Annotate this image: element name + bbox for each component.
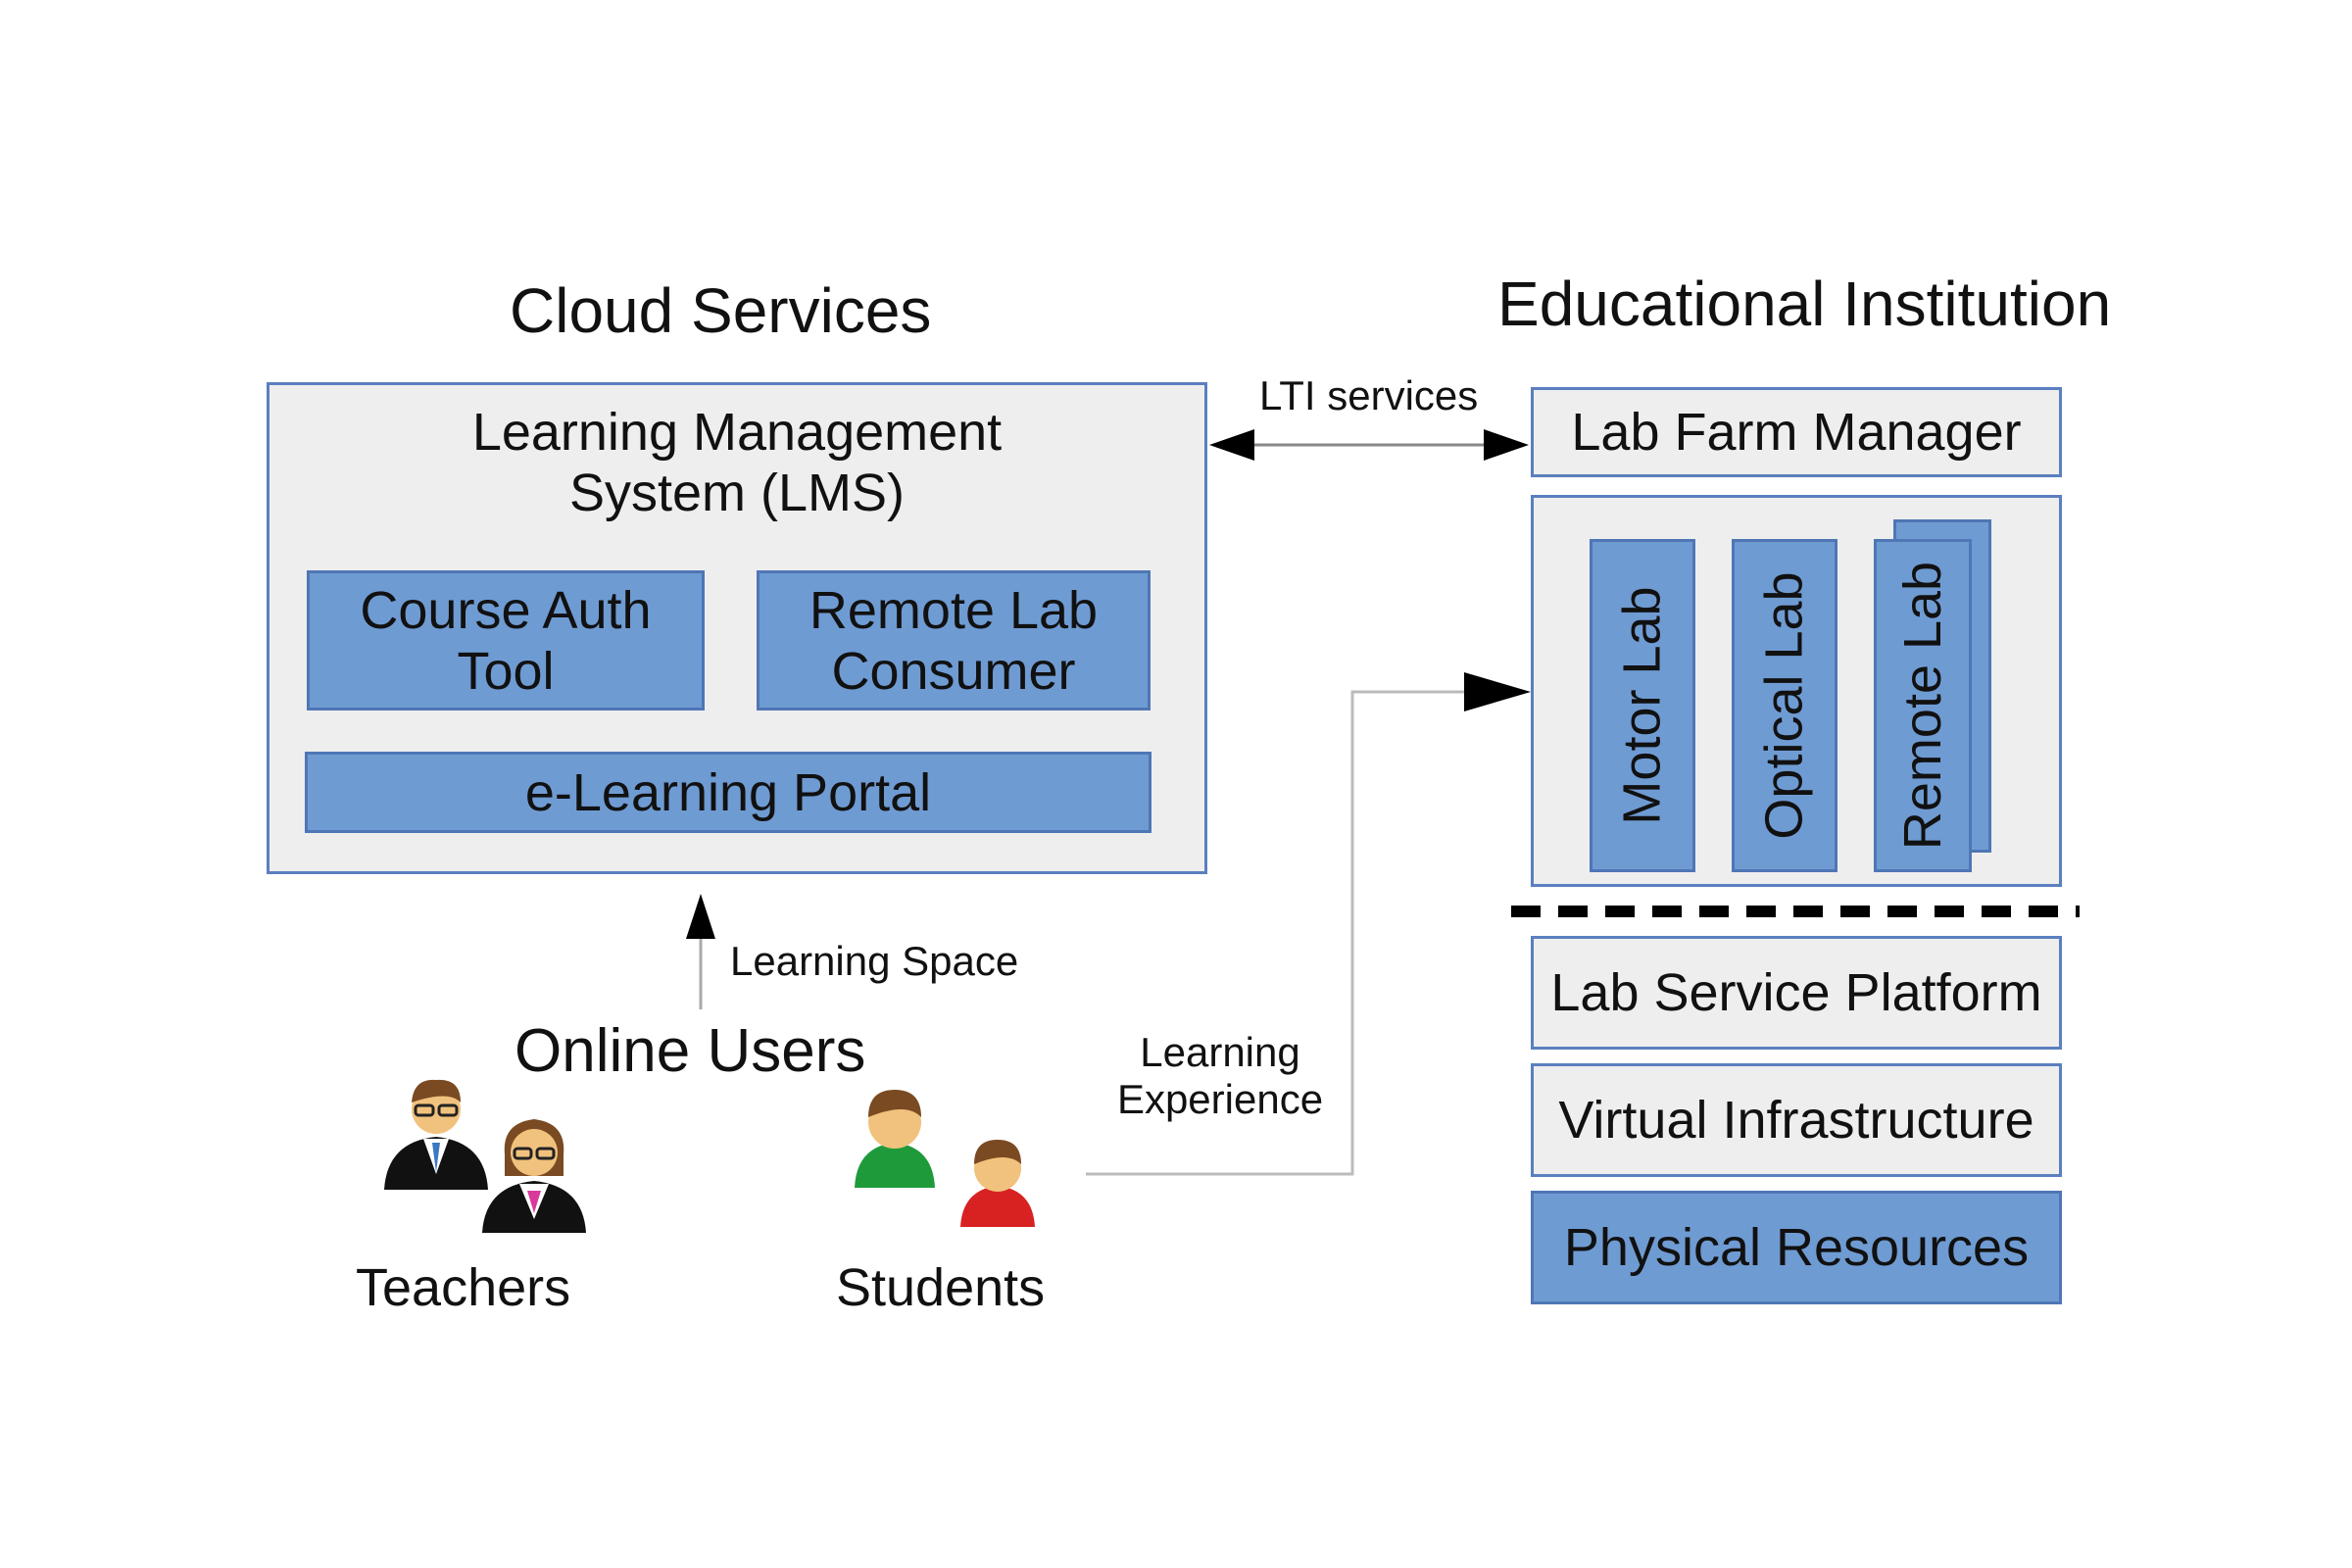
learning-experience-label: Learning Experience: [1096, 1029, 1345, 1123]
e-learning-portal-box[interactable]: e-Learning Portal: [305, 752, 1152, 833]
learning-experience-line2: Experience: [1116, 1076, 1324, 1122]
lms-title-line2: System (LMS): [568, 464, 906, 522]
optical-lab-box[interactable]: Optical Lab: [1732, 539, 1838, 872]
teachers-label: Teachers: [356, 1258, 571, 1317]
remote-consumer-line1: Remote Lab: [808, 580, 1099, 640]
learning-experience-line1: Learning: [1140, 1029, 1300, 1075]
course-auth-line1: Course Auth: [360, 580, 652, 640]
teachers-icon: [384, 1079, 586, 1233]
remote-lab-box[interactable]: Remote Lab: [1874, 539, 1972, 872]
lms-title-line1: Learning Management: [471, 403, 1003, 462]
learning-space-arrow: [686, 894, 715, 1009]
cloud-services-title: Cloud Services: [510, 275, 932, 346]
course-auth-tool-box[interactable]: Course Auth Tool: [307, 570, 705, 710]
motor-lab-box[interactable]: Motor Lab: [1590, 539, 1695, 872]
course-auth-line2: Tool: [457, 641, 555, 701]
lab-service-platform-label: Lab Service Platform: [1550, 963, 2042, 1022]
students-label: Students: [836, 1258, 1046, 1317]
lab-farm-manager-label: Lab Farm Manager: [1571, 403, 2022, 462]
lti-arrow: [1209, 429, 1529, 461]
lti-services-label: LTI services: [1259, 372, 1479, 418]
learning-experience-arrow: [1086, 672, 1531, 1176]
remote-consumer-line2: Consumer: [831, 641, 1076, 701]
virtual-infrastructure-label: Virtual Infrastructure: [1558, 1091, 2034, 1150]
online-users-title: Online Users: [514, 1017, 866, 1085]
virtual-infrastructure-box[interactable]: Virtual Infrastructure: [1531, 1063, 2062, 1177]
learning-space-label: Learning Space: [730, 938, 1019, 984]
lab-farm-manager-box[interactable]: Lab Farm Manager: [1531, 387, 2062, 477]
physical-resources-box[interactable]: Physical Resources: [1531, 1191, 2062, 1304]
lms-title: Learning Management System (LMS): [267, 402, 1207, 523]
physical-resources-label: Physical Resources: [1563, 1218, 2030, 1277]
students-icon: [855, 1090, 1035, 1227]
e-learning-portal-label: e-Learning Portal: [524, 762, 932, 822]
lab-service-platform-box[interactable]: Lab Service Platform: [1531, 936, 2062, 1050]
remote-lab-consumer-box[interactable]: Remote Lab Consumer: [757, 570, 1151, 710]
educational-institution-title: Educational Institution: [1497, 269, 2112, 339]
